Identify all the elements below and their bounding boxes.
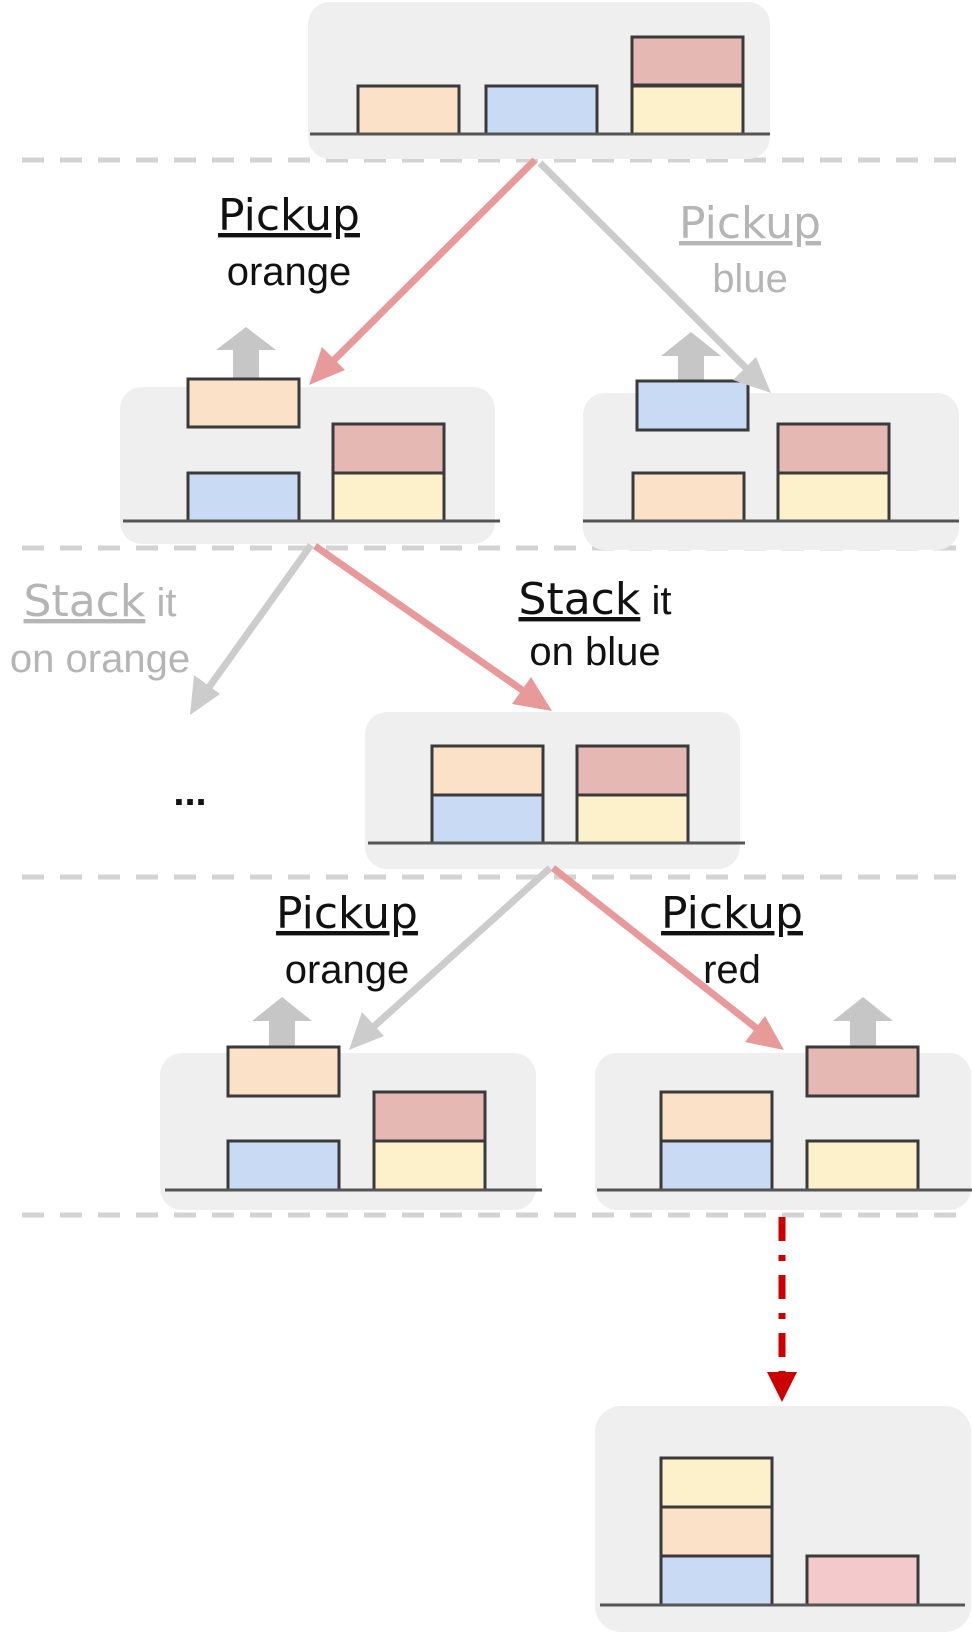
dash-dot-arrow-icon	[767, 1217, 797, 1402]
edge-verb-line: Stack it	[519, 574, 672, 625]
orange-block	[356, 84, 461, 136]
blue-block	[430, 793, 545, 845]
lift-up-arrow-icon	[833, 997, 893, 1046]
orange-block	[430, 744, 545, 797]
blue-block	[484, 84, 599, 136]
state-orange-on-blue	[365, 712, 745, 869]
state-picked-orange	[120, 327, 500, 544]
yellow-block	[331, 471, 446, 523]
transition-arrow-icon	[550, 865, 784, 1050]
lift-up-arrow-icon	[661, 332, 721, 381]
blue-block	[186, 471, 301, 523]
edge-verb-line: Stack it	[24, 576, 177, 627]
edge-object: red	[703, 948, 761, 992]
transition-arrow-icon	[537, 160, 771, 393]
edge-object: on blue	[529, 630, 660, 674]
edge-object: orange	[285, 948, 410, 992]
blue-block	[635, 379, 750, 432]
edge-verb: Pickup	[661, 888, 803, 939]
state-root	[308, 2, 770, 159]
yellow-block	[575, 793, 690, 845]
edge-verb: Stack	[519, 574, 641, 625]
edge-object: on orange	[10, 637, 190, 681]
edge-verb: Pickup	[276, 888, 418, 939]
transition-arrow-icon	[190, 542, 314, 715]
orange-block	[659, 1505, 774, 1558]
edge-suffix: it	[145, 581, 176, 625]
level-separators	[22, 157, 972, 1218]
red-block	[805, 1045, 920, 1098]
orange-block	[631, 471, 746, 523]
yellow-block	[630, 84, 745, 136]
edge-label-pickup-orange: Pickup orange	[218, 190, 360, 294]
state-picked-red	[595, 997, 972, 1210]
lift-up-arrow-icon	[216, 327, 276, 378]
edge-suffix: it	[640, 579, 671, 623]
orange-block	[186, 377, 301, 429]
blue-block	[659, 1554, 774, 1607]
edge-verb: Pickup	[679, 198, 821, 249]
red-block	[575, 744, 690, 797]
blue-block	[659, 1139, 774, 1192]
edge-object: orange	[227, 250, 352, 294]
edge-verb: Pickup	[218, 190, 360, 241]
red-block	[630, 35, 745, 87]
pink-block	[805, 1554, 920, 1607]
red-block	[331, 422, 446, 475]
edge-label-pickup-red: Pickup red	[661, 888, 803, 992]
transition-arrows	[190, 157, 797, 1402]
ellipsis-label: ...	[173, 770, 206, 814]
transition-arrow-icon	[313, 543, 552, 711]
yellow-block	[776, 471, 891, 523]
red-block	[372, 1090, 487, 1143]
edge-label-stack-on-blue: Stack it on blue	[519, 574, 672, 674]
edge-object: blue	[712, 257, 788, 301]
orange-block	[226, 1045, 341, 1098]
yellow-block	[372, 1139, 487, 1192]
blue-block	[226, 1139, 341, 1192]
lift-up-arrow-icon	[252, 997, 312, 1047]
state-picked-blue	[583, 332, 959, 550]
edge-verb: Stack	[24, 576, 146, 627]
transition-arrow-icon	[309, 157, 538, 385]
edge-label-stack-on-orange: Stack it on orange	[10, 576, 190, 681]
red-block	[776, 422, 891, 475]
edge-label-pickup-orange-2: Pickup orange	[276, 888, 418, 992]
yellow-block	[659, 1456, 774, 1509]
state-goal	[595, 1406, 971, 1632]
yellow-block	[805, 1139, 920, 1192]
edge-label-pickup-blue: Pickup blue	[679, 198, 821, 301]
orange-block	[659, 1090, 774, 1143]
transition-arrow-icon	[349, 865, 553, 1050]
state-picked-orange-again	[160, 997, 542, 1210]
